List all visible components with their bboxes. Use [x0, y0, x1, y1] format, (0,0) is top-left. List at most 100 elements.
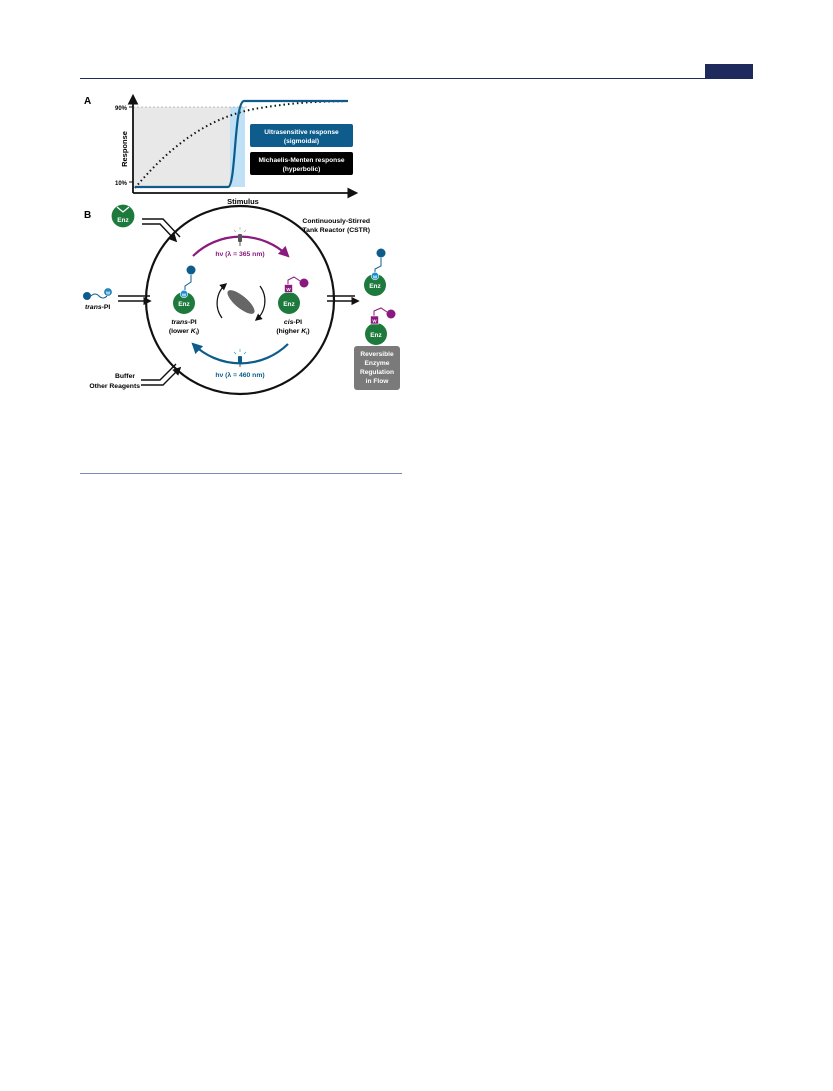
uv-wavelength-label: hν (λ = 365 nm): [215, 250, 264, 258]
cis-ki-label: (higher Ki): [276, 328, 309, 336]
cis-warhead-label: W: [286, 287, 291, 292]
y-tick-label-90: 90%: [115, 106, 128, 112]
header-rule: [80, 78, 753, 79]
trans-enzyme-icon: [173, 292, 195, 314]
cis-ki-k: K: [301, 328, 307, 335]
cis-enzyme-label: Enz: [283, 301, 295, 308]
legend-mm-title: Michaelis-Menten response: [258, 157, 344, 164]
buffer-inlet: Buffer Other Reagents: [89, 363, 182, 390]
visible-irradiation: hν (λ = 460 nm): [191, 342, 289, 379]
uv-label-suffix: ): [262, 251, 264, 258]
visible-wavelength-label: hν (λ = 460 nm): [215, 371, 264, 379]
trans-warhead-icon: [179, 289, 189, 299]
trans-enzyme-label: Enz: [178, 301, 190, 308]
legend-mm-sub: (hyperbolic): [283, 166, 321, 173]
trans-pi-headgroup-icon: [83, 292, 91, 300]
cis-pi-label: cis-PI: [284, 319, 302, 326]
panel-a-label: A: [84, 96, 91, 107]
inlet-line-3a: [141, 363, 177, 381]
uv-label-prefix: hν (λ =: [215, 250, 239, 258]
cis-warhead-icon: [284, 284, 293, 293]
cis-pi-rest: -PI: [293, 319, 302, 326]
enzyme-icon: [110, 203, 136, 229]
cis-ki-sub: i: [306, 331, 307, 336]
trans-pi-complex: W Enz trans-PI (lower Ki): [169, 265, 199, 336]
cis-pi-italic: cis: [284, 319, 294, 326]
trans-warhead-label: W: [182, 293, 187, 298]
stir-bar-icon: [227, 290, 255, 314]
lamp-visible-icon: [233, 349, 247, 367]
trans-headgroup-icon: [186, 265, 196, 275]
trans-pi-inlet-rest: -PI: [102, 304, 111, 311]
stir-rotation-arrow-left: [216, 283, 228, 319]
trans-ki-k: K: [191, 328, 197, 335]
trans-pi-inlet: W trans-PI: [83, 288, 152, 311]
legend-ultrasensitive: [250, 124, 353, 147]
trans-pi-label: trans-PI: [171, 319, 196, 326]
trans-pi-warhead-label: W: [106, 291, 111, 296]
legend-ultrasensitive-title: Ultrasensitive response: [264, 129, 339, 136]
cis-pi-complex: W Enz cis-PI (higher Ki): [276, 276, 310, 336]
reactor-label-line2: Tank Reactor (CSTR): [303, 227, 370, 234]
trans-pi-linker: [90, 293, 108, 299]
box-line-2: Enzyme: [365, 360, 390, 367]
uv-label-value: 365 nm: [239, 251, 262, 258]
panel-b-label: B: [84, 210, 91, 221]
reactor-label-line1: Continuously-Stirred: [302, 218, 370, 225]
warhead-icon: [104, 288, 112, 296]
outflow-cis-enzyme-label: Enz: [370, 332, 382, 339]
outflow-cis-headgroup-icon: [386, 309, 396, 319]
box-line-4: in Flow: [366, 378, 390, 385]
panel-a: A 90% 10% Response Stimulus Ultrasensiti…: [84, 93, 359, 206]
outflow-cis-linker: [373, 307, 388, 318]
lamp-uv-icon: [233, 227, 247, 246]
outflow-cis-warhead-icon: [370, 315, 379, 325]
cis-ki-close: ): [307, 328, 309, 335]
legend-ultrasensitive-sub: (sigmoidal): [284, 138, 319, 145]
trans-ki-open: (lower: [169, 328, 191, 335]
trans-linker: [184, 275, 192, 291]
cis-ki-open: (higher: [276, 328, 301, 335]
x-axis-label: Stimulus: [227, 197, 259, 206]
vis-label-suffix: ): [262, 372, 264, 379]
legend-michaelis-menten: [250, 152, 353, 175]
stir-rotation-arrow-right: [254, 285, 266, 321]
reversible-regulation-box: [354, 346, 400, 390]
outflow-trans-enzyme-label: Enz: [369, 283, 381, 290]
figure-footer-rule: [80, 473, 402, 474]
uv-irradiation: hν (λ = 365 nm): [192, 227, 290, 258]
cis-headgroup-icon: [299, 278, 309, 288]
inlet-line-3b: [141, 366, 182, 386]
header-tab: [705, 64, 753, 78]
cis-enzyme-icon: [278, 292, 300, 314]
reactor-outlet: W Enz W Enz Reversible Enzyme Regulation…: [327, 248, 400, 390]
enzyme-inlet-label: Enz: [117, 217, 129, 224]
y-tick-label-10: 10%: [115, 181, 128, 187]
outflow-trans-linker: [374, 258, 382, 273]
trans-pi-inlet-italic: trans: [85, 304, 102, 311]
outflow-trans-warhead-icon: [370, 271, 380, 281]
sigmoidal-curve: [135, 99, 348, 189]
box-line-1: Reversible: [360, 351, 394, 358]
outflow-trans-enzyme-icon: [364, 274, 386, 296]
trans-pi-inlet-label: trans-PI: [85, 304, 110, 311]
outflow-cis-enzyme-icon: [365, 323, 387, 345]
trans-ki-close: ): [197, 328, 199, 335]
figure-graphic: A 90% 10% Response Stimulus Ultrasensiti…: [83, 93, 400, 396]
outflow-cis-warhead-label: W: [372, 319, 377, 324]
y-axis-label: Response: [120, 131, 129, 167]
outflow-trans-headgroup-icon: [376, 248, 386, 258]
buffer-label-line1: Buffer: [115, 373, 135, 380]
trans-ki-sub: i: [196, 331, 197, 336]
trans-pi-italic: trans: [171, 319, 188, 326]
stirrer: [216, 283, 266, 321]
buffer-label-line2: Other Reagents: [89, 383, 140, 390]
vis-label-value: 460 nm: [239, 372, 262, 379]
vis-label-prefix: hν (λ =: [215, 371, 239, 379]
inlet-line-1a: [142, 218, 181, 238]
trans-ki-label: (lower Ki): [169, 328, 199, 336]
box-line-3: Regulation: [360, 369, 394, 376]
enzyme-inlet: Enz: [110, 203, 181, 243]
trans-pi-rest: -PI: [188, 319, 197, 326]
panel-b: B Continuously-Stirred Tank Reactor (CST…: [83, 203, 400, 396]
